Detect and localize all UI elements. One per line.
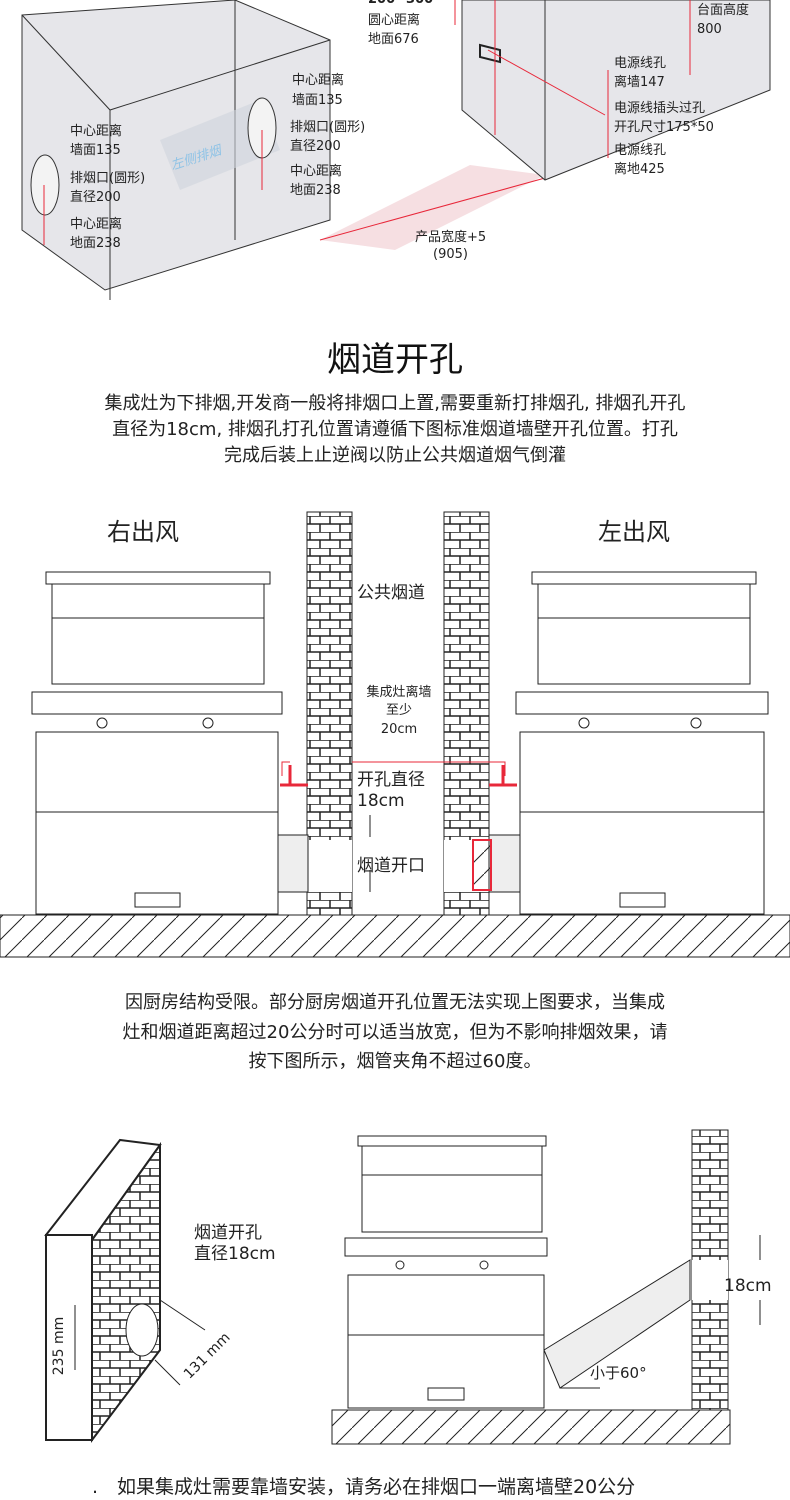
floor-hatch-2 — [331, 1409, 731, 1445]
hole-diameter-label: 开孔直径 — [357, 769, 425, 791]
label-plug-hole: 电源线插头过孔 — [614, 101, 706, 116]
note-line-1: 因厨房结构受限。部分厨房烟道开孔位置无法实现上图要求，当集成 — [125, 992, 665, 1013]
angle-diagram — [44, 1129, 761, 1445]
label-counter-800: 800 — [697, 22, 722, 37]
floor-area — [320, 165, 545, 250]
flexible-duct — [543, 1259, 691, 1389]
label-center-ground-left: 中心距离 — [70, 217, 123, 232]
intro-line-2: 直径为18cm, 排烟孔打孔位置请遵循下图标准烟道墙壁开孔位置。打孔 — [112, 419, 678, 440]
label-ground-425: 离地425 — [614, 162, 665, 177]
intro-line-1: 集成灶为下排烟,开发商一般将排烟口上置,需要重新打排烟孔, 排烟孔开孔 — [104, 393, 686, 414]
cut-off-label: 200~300 — [368, 0, 433, 8]
left-outlet-heading: 左出风 — [598, 518, 670, 546]
label-diameter-right: 直径200 — [290, 139, 341, 154]
label-power-hole: 电源线孔 — [614, 56, 667, 71]
width-dimension-line — [319, 177, 546, 241]
distance-label-3: 20cm — [358, 721, 440, 738]
label-hole-size: 开孔尺寸175*50 — [614, 120, 714, 135]
flue-hole-diameter: 直径18cm — [194, 1244, 276, 1264]
footer-note: 如果集成灶需要靠墙安装，请务必在排烟口一端离墙壁20公分 — [117, 1476, 636, 1498]
label-counter-height: 台面高度 — [697, 3, 750, 18]
dim-235mm: 235 mm — [51, 1316, 68, 1376]
label-product-width: 产品宽度+5 — [415, 230, 487, 245]
right-cabinet — [461, 0, 771, 181]
label-ground-238-right: 地面238 — [290, 183, 341, 198]
wall-perspective — [44, 1138, 206, 1443]
distance-label-1: 集成灶离墙 — [358, 684, 440, 701]
angle-label: 小于60° — [590, 1364, 647, 1382]
stove-right-outlet — [31, 571, 309, 915]
footer-bullet: . — [92, 1476, 99, 1498]
label-circle-center: 圆心距离 — [368, 13, 421, 28]
label-power-hole-2: 电源线孔 — [614, 143, 667, 158]
distance-label-2: 至少 — [358, 702, 440, 719]
label-center-wall-left: 中心距离 — [70, 124, 123, 139]
hole-diameter-value: 18cm — [357, 790, 405, 812]
flue-hole-label: 烟道开孔 — [194, 1223, 262, 1243]
label-exhaust-right: 排烟口(圆形) — [290, 120, 366, 135]
label-diameter-left: 直径200 — [70, 190, 121, 205]
label-exhaust-left: 排烟口(圆形) — [70, 171, 146, 186]
intro-line-3: 完成后装上止逆阀以防止公共烟道烟气倒灌 — [224, 445, 566, 466]
section-title: 烟道开孔 — [327, 340, 463, 380]
label-wall-147: 离墙147 — [614, 75, 665, 90]
label-wall-135-right: 墙面135 — [292, 93, 343, 108]
stove-left-outlet — [488, 571, 769, 915]
label-center-wall-right: 中心距离 — [292, 73, 345, 88]
flue-diagram — [0, 511, 790, 958]
flue-opening-label: 烟道开口 — [357, 856, 425, 876]
floor-hatch — [0, 914, 790, 958]
label-wall-135-left: 墙面135 — [70, 143, 121, 158]
label-center-ground-right: 中心距离 — [290, 164, 343, 179]
dim-18cm: 18cm — [724, 1276, 772, 1296]
note-line-2: 灶和烟道距离超过20公分时可以适当放宽，但为不影响排烟效果，请 — [122, 1022, 668, 1043]
stove-side — [344, 1135, 548, 1409]
label-width-value: (905) — [433, 247, 468, 262]
public-flue-label: 公共烟道 — [357, 582, 425, 604]
exhaust-circle-left — [30, 154, 60, 216]
label-ground-238-left: 地面238 — [70, 236, 121, 251]
right-outlet-heading: 右出风 — [107, 518, 179, 546]
label-ground-676: 地面676 — [368, 32, 419, 47]
isometric-install-diagram — [21, 0, 771, 300]
note-line-3: 按下图所示，烟管夹角不超过60度。 — [248, 1051, 542, 1072]
